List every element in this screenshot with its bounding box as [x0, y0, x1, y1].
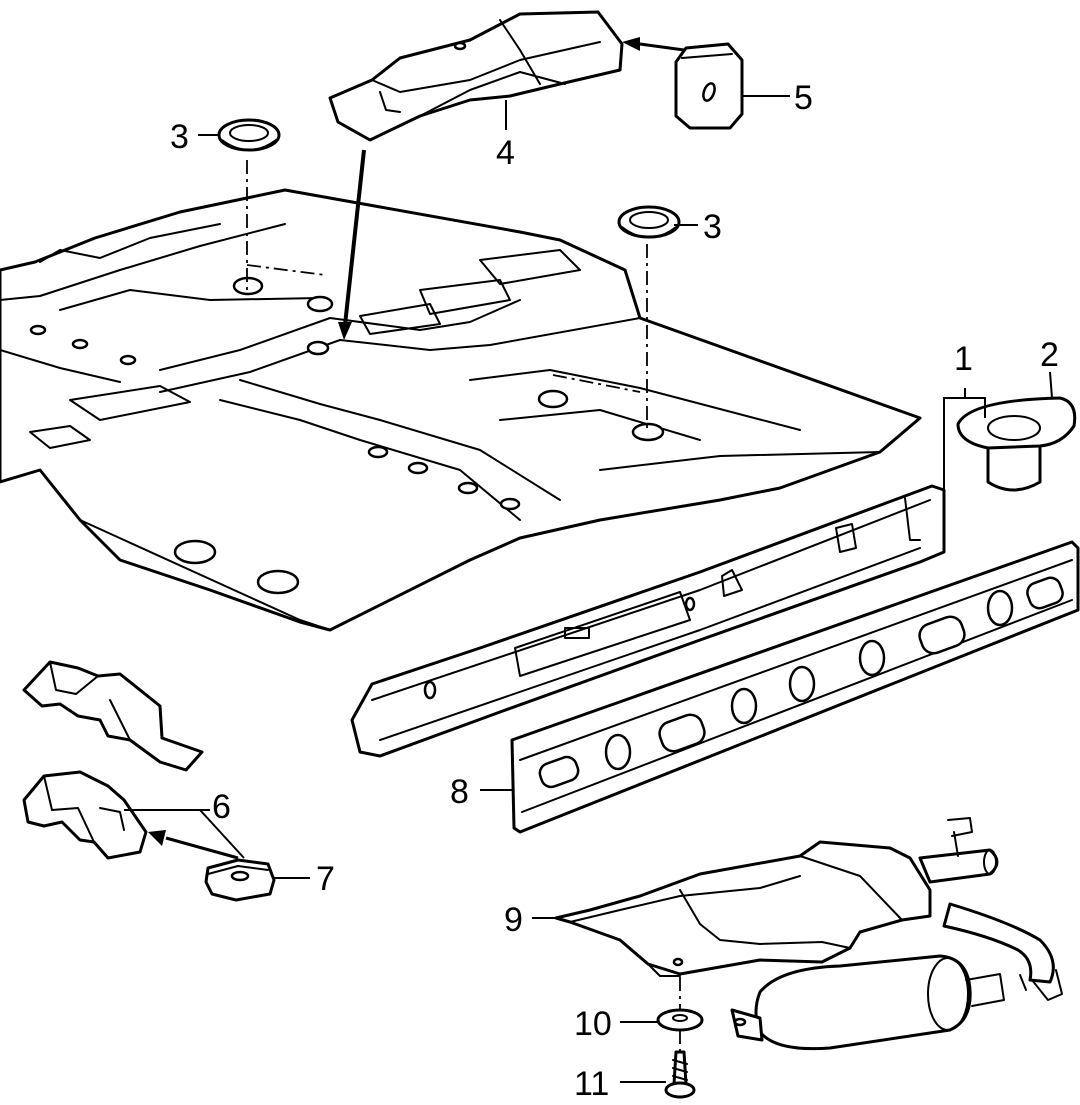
label-grommet-right: 3 — [703, 208, 722, 246]
tunnel-shield-arrow — [338, 149, 366, 340]
label-sill-member: 1 — [954, 340, 973, 378]
sill-outer-panel — [510, 540, 1080, 834]
floor-pan — [0, 188, 922, 632]
label-front-bracket: 6 — [212, 788, 231, 826]
label-screw: 11 — [574, 1065, 609, 1103]
floor-grommet-right — [617, 205, 681, 239]
leader-lines — [124, 95, 1053, 1083]
sill-member — [350, 484, 946, 758]
label-tunnel-heat-shield: 4 — [496, 134, 515, 172]
label-bracket-pad: 7 — [316, 860, 335, 898]
label-sill-outer-panel: 8 — [450, 773, 469, 811]
bracket-arrow — [148, 830, 239, 860]
label-washer: 10 — [574, 1005, 612, 1043]
jack-mount-bushing — [956, 396, 1077, 492]
callout-labels: 3 3 4 5 1 2 8 6 7 9 10 11 — [170, 79, 1059, 1103]
label-shield-pad: 5 — [794, 79, 813, 117]
bracket-pad — [204, 858, 276, 902]
exhaust-heat-shield — [554, 840, 932, 977]
label-jack-mount-bushing: 2 — [1040, 336, 1059, 374]
floor-grommet-left — [217, 118, 281, 152]
front-bracket-upper — [22, 660, 204, 772]
front-bracket-lower — [22, 770, 148, 860]
label-grommet-left: 3 — [170, 118, 189, 156]
exhaust-pipe — [918, 817, 1063, 1001]
shield-pad — [622, 37, 744, 130]
screw — [664, 1050, 696, 1099]
muffler — [730, 954, 1005, 1051]
washer — [656, 1008, 704, 1032]
tunnel-heat-shield — [328, 10, 624, 142]
label-exhaust-heat-shield: 9 — [504, 901, 523, 939]
